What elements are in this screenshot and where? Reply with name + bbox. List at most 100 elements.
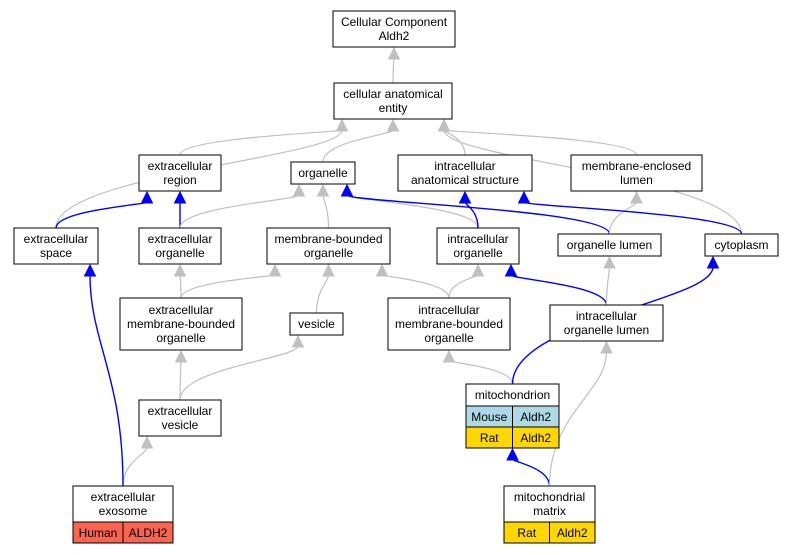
edge-arrowhead <box>291 334 305 348</box>
edge-arrowhead <box>504 263 518 277</box>
edge-ecs-to-ecr <box>55 190 154 229</box>
edge-line <box>122 446 148 487</box>
edge-ecv-to-ves <box>179 334 305 401</box>
node-box <box>138 227 222 265</box>
node-label: vesicle <box>162 418 199 432</box>
edge-cae-to-cc <box>387 46 401 84</box>
node-label: extracellular <box>148 404 213 418</box>
annotation-species: Rat <box>480 431 499 445</box>
edge-ico-to-ias <box>458 190 479 229</box>
annotation-gene-cell <box>122 521 174 544</box>
node-label: mitochondrion <box>475 388 550 402</box>
node-box <box>549 304 664 342</box>
node-label: exosome <box>99 504 148 518</box>
node-label: Aldh2 <box>379 29 410 43</box>
edge-line <box>443 129 638 156</box>
node-label: organelle <box>155 246 205 260</box>
node-box <box>397 154 533 192</box>
edge-line <box>511 458 551 487</box>
node-box <box>138 154 222 192</box>
node-label: anatomical structure <box>411 173 519 187</box>
node-box <box>332 10 456 48</box>
edge-ecv-to-emb <box>174 349 188 401</box>
node-label: space <box>40 246 72 260</box>
edge-line <box>179 129 343 156</box>
edge-line <box>179 194 300 229</box>
edge-line <box>180 274 276 299</box>
edge-emb-to-eco <box>173 263 187 299</box>
node-box <box>570 154 703 192</box>
edge-arrowhead <box>375 263 389 277</box>
edge-org-to-cae <box>322 118 400 163</box>
edge-line <box>315 274 330 314</box>
node-label: extracellular <box>148 159 213 173</box>
edge-eco-to-ecr <box>173 190 187 228</box>
edge-line <box>179 345 299 401</box>
node-label: membrane-bounded <box>274 232 382 246</box>
edge-cyt-to-ias <box>517 190 743 235</box>
edge-mito-to-imb <box>442 349 514 385</box>
annotation-gene: Aldh2 <box>520 431 551 445</box>
annotation-species: Human <box>79 526 118 540</box>
node-cyt[interactable]: cytoplasm <box>704 233 779 257</box>
node-box <box>13 227 99 265</box>
edge-line <box>523 201 743 235</box>
edge-iol-to-ico <box>504 263 608 306</box>
node-box <box>266 227 391 265</box>
edge-line <box>510 274 608 306</box>
edge-line <box>322 194 330 229</box>
edge-arrowhead <box>386 118 400 132</box>
edge-mel-to-cae <box>437 118 638 156</box>
edge-exo-to-ecv <box>122 435 154 487</box>
edge-line <box>55 201 148 229</box>
edge-arrowhead <box>316 183 330 197</box>
node-label: matrix <box>533 504 566 518</box>
annotation-gene-cell <box>549 521 596 544</box>
node-label: organelle <box>298 166 348 180</box>
edge-mbo-to-org <box>316 183 330 229</box>
edge-arrowhead <box>174 349 188 363</box>
node-org[interactable]: organelle <box>290 161 356 185</box>
edge-arrowhead <box>140 190 154 204</box>
edge-arrowhead <box>340 183 354 197</box>
node-orl[interactable]: organelle lumen <box>557 233 662 257</box>
edge-orl-to-mel <box>608 190 643 235</box>
node-ves[interactable]: vesicle <box>289 312 344 336</box>
node-label: membrane-enclosed <box>582 159 691 173</box>
edge-line <box>392 57 395 84</box>
annotation-gene-cell <box>512 426 560 449</box>
node-label: organelle <box>304 246 354 260</box>
edge-line <box>179 274 182 299</box>
node-label: lumen <box>620 173 653 187</box>
edge-arrowhead <box>630 190 643 204</box>
node-label: Cellular Component <box>341 15 448 29</box>
node-label: membrane-bounded <box>127 317 235 331</box>
edge-line <box>346 194 479 229</box>
edge-line <box>448 360 514 385</box>
edge-arrowhead <box>706 255 720 269</box>
node-label: region <box>163 173 196 187</box>
annotation-gene: ALDH2 <box>129 526 168 540</box>
node-label: organelle lumen <box>567 238 652 252</box>
node-box <box>704 233 779 257</box>
annotation-gene: Aldh2 <box>557 526 588 540</box>
edge-imb-to-ico <box>448 263 485 299</box>
